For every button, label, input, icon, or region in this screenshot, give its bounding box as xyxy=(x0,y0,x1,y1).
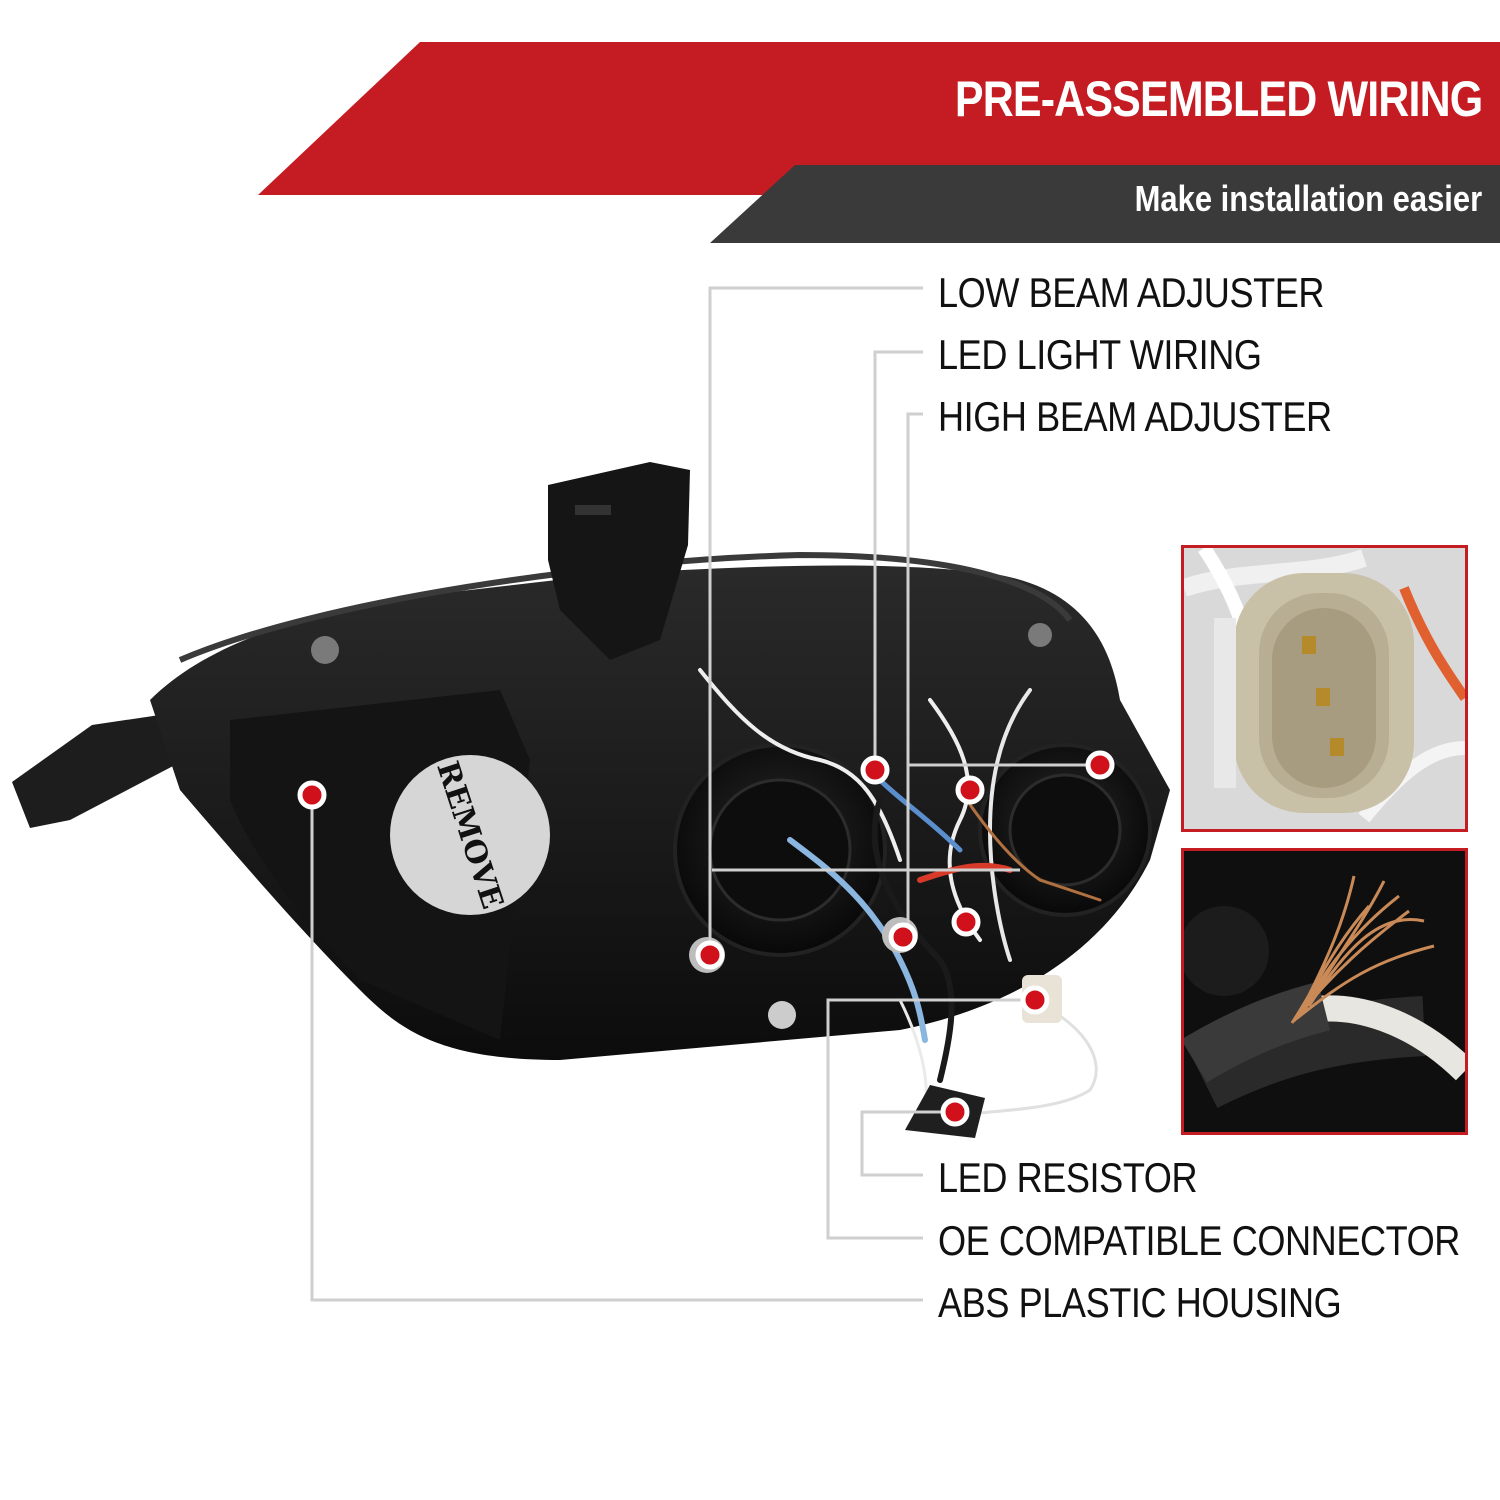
label-oe-compatible-connector: OE COMPATIBLE CONNECTOR xyxy=(938,1217,1460,1264)
leader-low-beam-adjuster xyxy=(708,286,923,955)
marker-oe-connector xyxy=(1020,985,1050,1015)
marker-led-light-wiring xyxy=(860,755,890,785)
marker-high-beam-adjuster xyxy=(1085,750,1115,780)
marker-low-beam-adjuster xyxy=(695,940,725,970)
label-abs-plastic-housing: ABS PLASTIC HOUSING xyxy=(938,1279,1342,1326)
leader-abs-housing xyxy=(310,795,923,1302)
housing-screw xyxy=(311,636,339,664)
inset-stripped-wire-closeup xyxy=(1181,848,1468,1135)
led-light-wiring xyxy=(698,668,1102,1117)
leader-led-resistor xyxy=(860,1110,955,1177)
copper-wire-icon xyxy=(1184,851,1465,1132)
marker-high-beam-adjuster-2 xyxy=(888,922,918,952)
leader-led-light-wiring xyxy=(873,350,923,770)
marker-led-resistor xyxy=(940,1097,970,1127)
leader-oe-connector xyxy=(826,998,1035,1240)
inset-oe-connector-closeup xyxy=(1181,545,1468,832)
mounting-tab xyxy=(12,712,205,828)
red-banner xyxy=(258,42,1500,195)
label-led-resistor: LED RESISTOR xyxy=(938,1154,1198,1201)
marker-wiring xyxy=(951,907,981,937)
remove-sticker xyxy=(390,755,550,915)
label-low-beam-adjuster: LOW BEAM ADJUSTER xyxy=(938,269,1325,316)
connector-plug-icon xyxy=(1184,548,1465,829)
label-led-light-wiring: LED LIGHT WIRING xyxy=(938,331,1262,378)
dark-banner xyxy=(710,165,1500,243)
label-high-beam-adjuster: HIGH BEAM ADJUSTER xyxy=(938,393,1332,440)
housing-screw xyxy=(1028,623,1052,647)
marker-led-light-wiring-2 xyxy=(955,775,985,805)
page-title: PRE-ASSEMBLED WIRING xyxy=(954,71,1483,127)
page-subtitle: Make installation easier xyxy=(1134,178,1482,219)
leader-high-beam-adjuster xyxy=(906,412,923,935)
marker-abs-housing xyxy=(297,780,327,810)
